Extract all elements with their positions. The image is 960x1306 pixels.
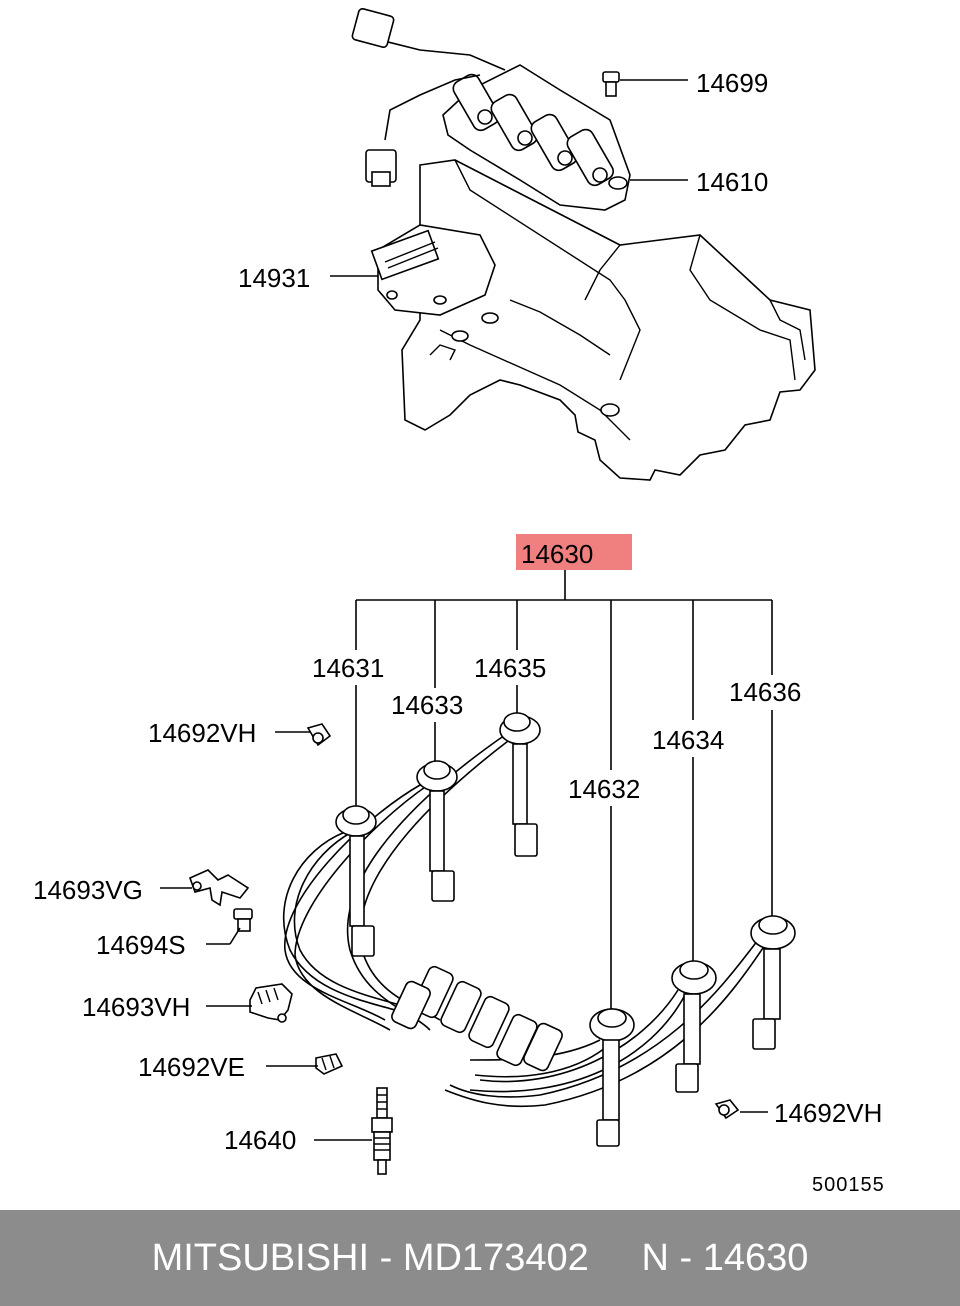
spark-plug-14640 (371, 1087, 393, 1175)
igniter-module (370, 224, 496, 316)
clamp-14693vh (249, 983, 293, 1023)
plug-boot-14633 (416, 760, 458, 902)
ignition-coil-assembly (351, 7, 631, 211)
highlight-14630 (516, 534, 632, 570)
coil-terminal-boots (391, 965, 563, 1072)
label-14692vh-top: 14692VH (148, 718, 256, 748)
bolt-14694s (233, 908, 253, 932)
diagram-code: 500155 (812, 1174, 885, 1196)
label-14610: 14610 (696, 167, 768, 197)
clamp-14692vh-top (306, 723, 332, 747)
label-14633: 14633 (391, 690, 463, 720)
footer-ref-number: 14630 (702, 1236, 809, 1279)
clamp-14692ve (315, 1053, 344, 1075)
footer-gap (589, 1237, 642, 1280)
intake-manifold (401, 159, 816, 481)
parts-diagram: 14699 14610 14931 14630 14631 14633 1463… (33, 7, 885, 1196)
label-14694s: 14694S (96, 930, 186, 960)
label-14631: 14631 (312, 653, 384, 683)
plug-boot-14635 (499, 712, 541, 857)
plug-boot-14632 (589, 1008, 635, 1147)
plug-boot-14631 (335, 805, 377, 957)
footer-separator: - (369, 1236, 403, 1279)
bracket-14693vg (188, 869, 250, 907)
label-14693vh: 14693VH (82, 992, 190, 1022)
bracket-tree (355, 570, 773, 1010)
label-14634: 14634 (652, 725, 724, 755)
footer-part-number: MD173402 (402, 1236, 589, 1279)
footer-brand: MITSUBISHI (151, 1236, 370, 1279)
label-14931: 14931 (238, 263, 310, 293)
clamp-14692vh-bottom (714, 1099, 740, 1120)
label-14632: 14632 (568, 774, 640, 804)
label-14699: 14699 (696, 68, 768, 98)
footer-bar: MITSUBISHI - MD173402 N - 14630 (0, 1210, 960, 1306)
plug-boot-14636 (750, 915, 796, 1050)
plug-boot-14634 (671, 960, 717, 1093)
label-14692vh-bottom: 14692VH (774, 1098, 882, 1128)
label-14640: 14640 (224, 1125, 296, 1155)
footer-ref-prefix: N - (641, 1236, 703, 1279)
label-14630: 14630 (521, 539, 593, 569)
label-14635: 14635 (474, 653, 546, 683)
label-14693vg: 14693VG (33, 875, 143, 905)
label-14692ve: 14692VE (138, 1052, 245, 1082)
label-14636: 14636 (729, 677, 801, 707)
leader-14694s-diag (229, 927, 241, 945)
bolt-14699 (602, 71, 620, 97)
